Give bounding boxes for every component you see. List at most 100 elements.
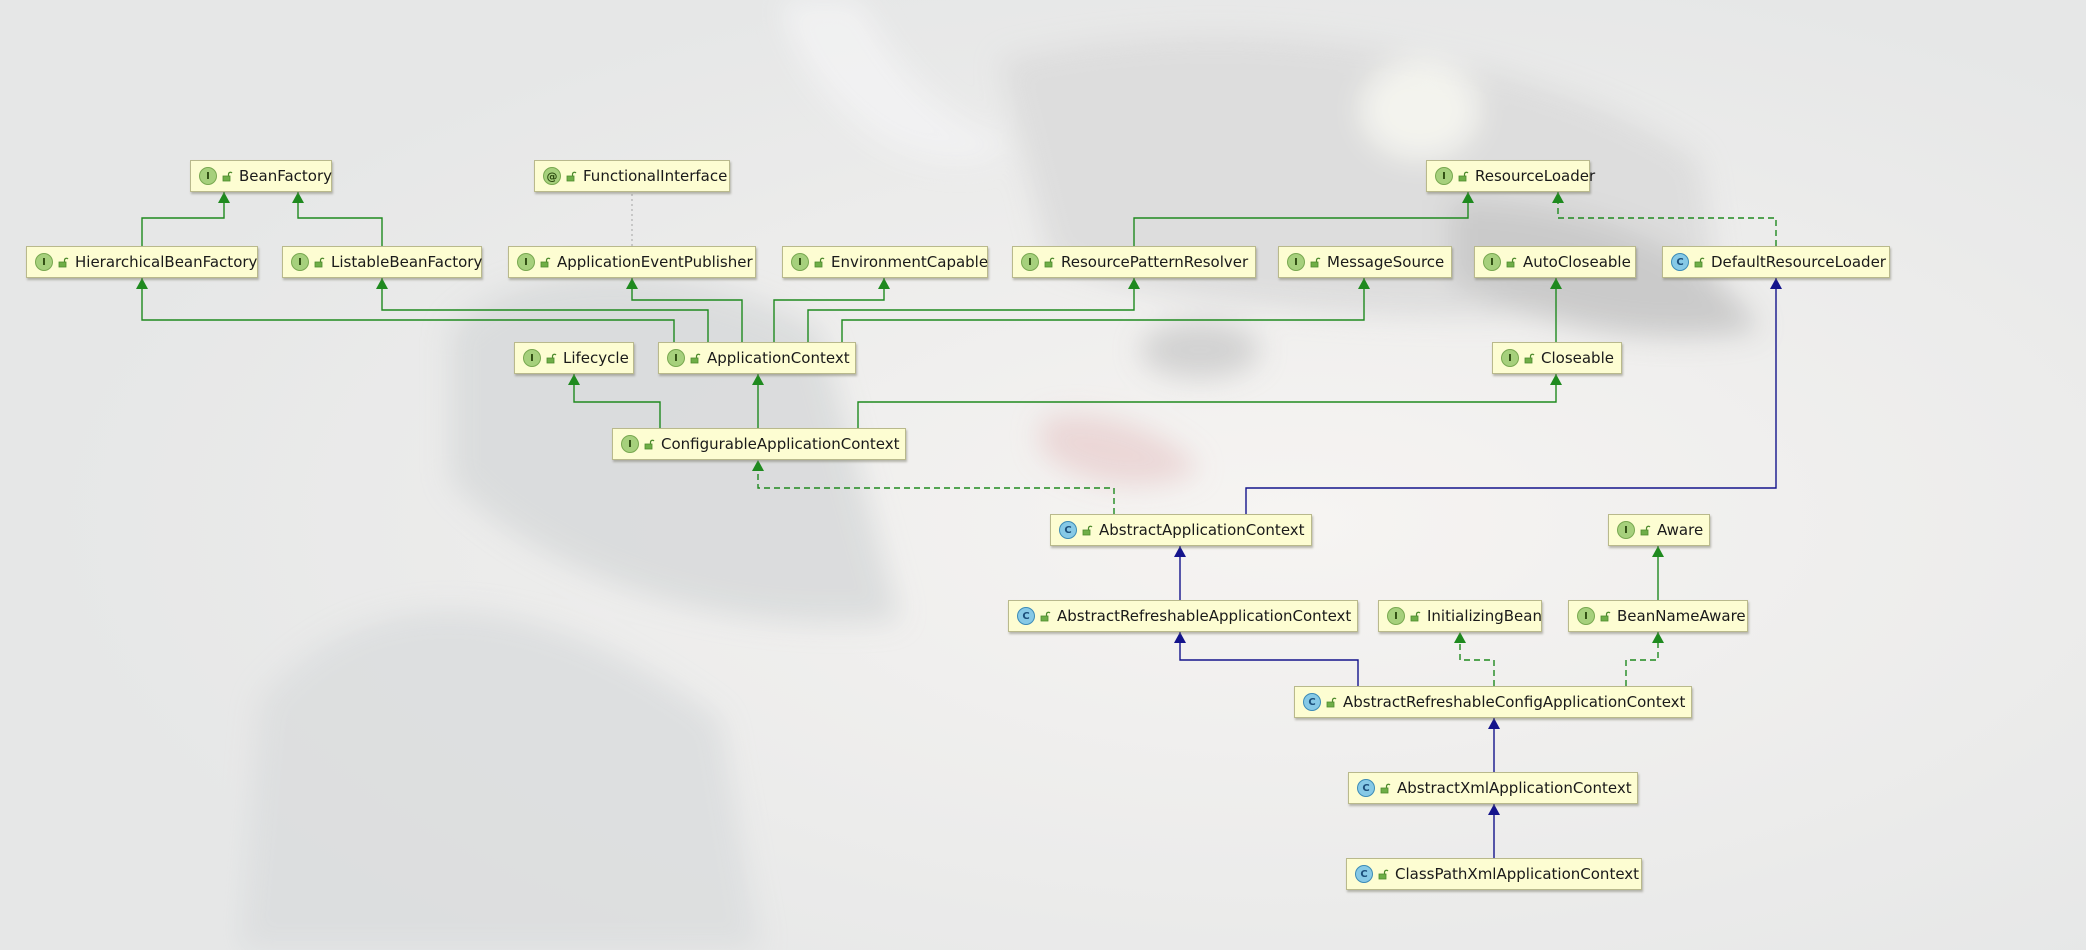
node-bean-factory[interactable]: I BeanFactory (190, 160, 332, 192)
edge-default-resource-loader-to-resource-loader (1557, 192, 1777, 246)
lock-open-icon (57, 256, 69, 268)
lock-open-icon (1043, 256, 1055, 268)
lock-open-icon (1379, 782, 1391, 794)
interface-kind-icon: I (791, 253, 809, 271)
node-label: ClassPathXmlApplicationContext (1395, 865, 1640, 883)
arrowhead (1454, 632, 1466, 643)
node-label: ApplicationEventPublisher (557, 253, 753, 271)
arrowhead (136, 278, 148, 289)
edge-configurable-application-context-to-lifecycle (573, 374, 661, 428)
lock-open-icon (643, 438, 655, 450)
node-abstract-xml-application-context[interactable]: C AbstractXmlApplicationContext (1348, 772, 1638, 804)
arrowhead (1488, 718, 1500, 729)
node-label: ResourcePatternResolver (1061, 253, 1249, 271)
class-kind-icon: C (1671, 253, 1689, 271)
node-lifecycle[interactable]: I Lifecycle (514, 342, 634, 374)
interface-kind-icon: I (199, 167, 217, 185)
class-kind-icon: C (1357, 779, 1375, 797)
arrowhead (1652, 632, 1664, 643)
node-label: ConfigurableApplicationContext (661, 435, 900, 453)
node-closeable[interactable]: I Closeable (1492, 342, 1622, 374)
node-aware[interactable]: I Aware (1608, 514, 1710, 546)
arrowhead (878, 278, 890, 289)
node-label: Lifecycle (563, 349, 629, 367)
node-label: InitializingBean (1427, 607, 1542, 625)
arrowhead (1462, 192, 1474, 203)
lock-open-icon (1039, 610, 1051, 622)
lock-open-icon (565, 170, 577, 182)
arrowhead (1550, 374, 1562, 385)
node-functional-interface[interactable]: @FunctionalInterface (534, 160, 730, 192)
arrowhead (218, 192, 230, 203)
arrowhead (1358, 278, 1370, 289)
node-label: DefaultResourceLoader (1711, 253, 1886, 271)
interface-kind-icon: I (1483, 253, 1501, 271)
lock-open-icon (1693, 256, 1705, 268)
class-kind-icon: C (1017, 607, 1035, 625)
lock-open-icon (221, 170, 233, 182)
edge-application-context-to-hierarchical-bean-factory (141, 278, 675, 342)
arrowhead (626, 278, 638, 289)
interface-kind-icon: I (517, 253, 535, 271)
arrowhead (1770, 278, 1782, 289)
lock-open-icon (545, 352, 557, 364)
interface-kind-icon: I (523, 349, 541, 367)
arrowhead (568, 374, 580, 385)
node-label: ListableBeanFactory (331, 253, 483, 271)
annotation-kind-icon: @ (543, 167, 561, 185)
node-default-resource-loader[interactable]: C DefaultResourceLoader (1662, 246, 1890, 278)
interface-kind-icon: I (1617, 521, 1635, 539)
interface-kind-icon: I (1287, 253, 1305, 271)
edge-abstract-refreshable-config-application-context-to-abstract-refreshable-application-context (1179, 632, 1359, 686)
lock-open-icon (689, 352, 701, 364)
node-label: ApplicationContext (707, 349, 850, 367)
node-label: AbstractRefreshableApplicationContext (1057, 607, 1352, 625)
node-label: Closeable (1541, 349, 1614, 367)
arrowhead (1550, 278, 1562, 289)
edge-abstract-application-context-to-configurable-application-context (757, 460, 1115, 514)
lock-open-icon (1377, 868, 1389, 880)
node-abstract-refreshable-application-context[interactable]: C AbstractRefreshableApplicationContext (1008, 600, 1358, 632)
interface-kind-icon: I (35, 253, 53, 271)
node-label: Aware (1657, 521, 1704, 539)
node-label: ResourceLoader (1475, 167, 1596, 185)
node-configurable-application-context[interactable]: I ConfigurableApplicationContext (612, 428, 906, 460)
node-label: HierarchicalBeanFactory (75, 253, 258, 271)
class-kind-icon: C (1059, 521, 1077, 539)
arrowhead (1552, 192, 1564, 203)
node-label: AbstractXmlApplicationContext (1397, 779, 1632, 797)
edge-listable-bean-factory-to-bean-factory (297, 192, 383, 246)
arrowhead (292, 192, 304, 203)
interface-kind-icon: I (1501, 349, 1519, 367)
node-label: BeanFactory (239, 167, 333, 185)
class-kind-icon: C (1303, 693, 1321, 711)
interface-kind-icon: I (621, 435, 639, 453)
node-application-event-publisher[interactable]: I ApplicationEventPublisher (508, 246, 756, 278)
node-label: AbstractRefreshableConfigApplicationCont… (1343, 693, 1686, 711)
edge-application-context-to-message-source (841, 278, 1365, 342)
edge-hierarchical-bean-factory-to-bean-factory (141, 192, 225, 246)
edge-application-context-to-listable-bean-factory (381, 278, 709, 342)
node-label: BeanNameAware (1617, 607, 1746, 625)
node-hierarchical-bean-factory[interactable]: I HierarchicalBeanFactory (26, 246, 258, 278)
arrowhead (376, 278, 388, 289)
lock-open-icon (1081, 524, 1093, 536)
lock-open-icon (1639, 524, 1651, 536)
node-abstract-refreshable-config-application-context[interactable]: C AbstractRefreshableConfigApplicationCon… (1294, 686, 1692, 718)
lock-open-icon (1523, 352, 1535, 364)
lock-open-icon (313, 256, 325, 268)
arrowhead (752, 460, 764, 471)
edge-abstract-application-context-to-default-resource-loader (1245, 278, 1777, 514)
